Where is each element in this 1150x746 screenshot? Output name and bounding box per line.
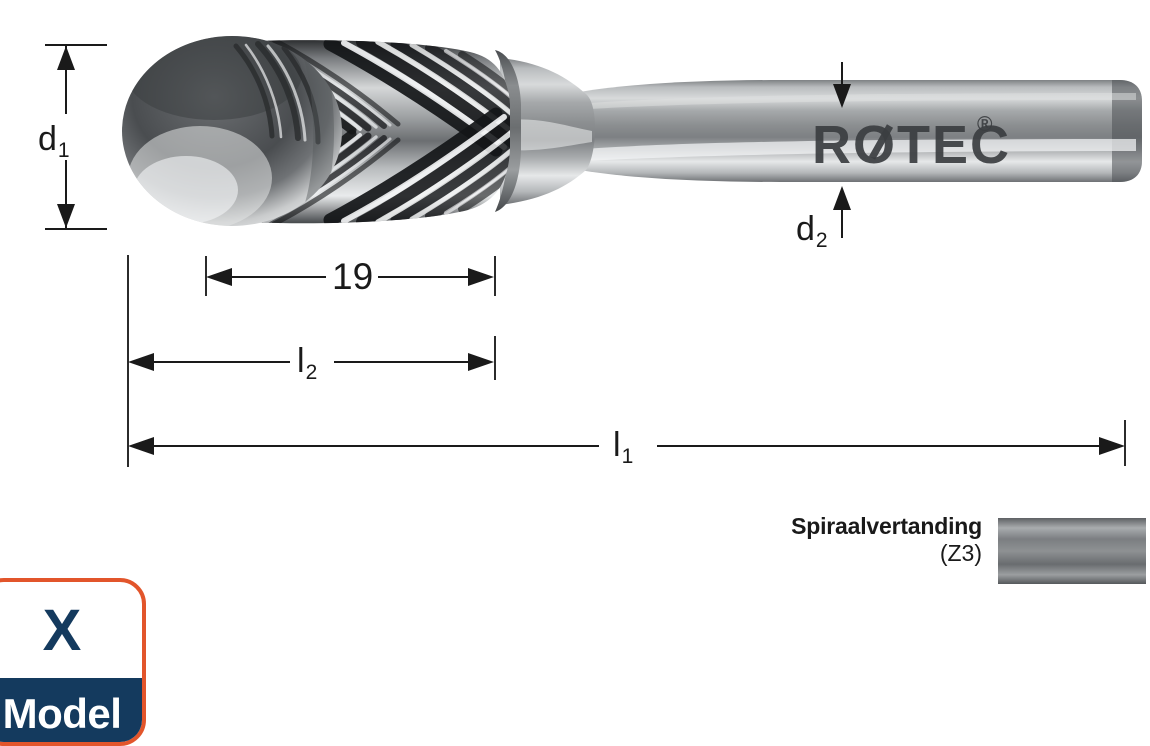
l1-arrow-right — [1099, 437, 1125, 455]
tool-collar — [495, 50, 521, 212]
d1-dimension-line-upper — [65, 46, 67, 114]
l1-line-right — [657, 445, 1103, 447]
tool-shank — [560, 80, 1142, 182]
registered-trademark-icon: ® — [977, 113, 993, 136]
x-model-badge: X Model — [0, 578, 146, 746]
dim19-arrow-right — [468, 268, 494, 286]
d2-dimension-line-lower — [841, 208, 843, 238]
l1-label: l1 — [613, 426, 633, 467]
d1-label: d1 — [38, 120, 70, 161]
d1-extension-line-bottom — [45, 228, 107, 230]
l2-label-base: l — [297, 342, 305, 380]
badge-caption: Model — [0, 678, 142, 742]
d2-arrow-up — [833, 186, 851, 210]
d1-label-base: d — [38, 120, 57, 158]
dim19-line-left — [228, 276, 326, 278]
l2-line-right — [334, 361, 472, 363]
carbide-burr-illustration: ROTEC ® — [122, 36, 1142, 226]
toothing-caption: Spiraalvertanding (Z3) — [700, 513, 982, 567]
l2-label: l2 — [297, 342, 317, 383]
d2-label: d2 — [796, 210, 828, 251]
l1-extension-line-right — [1124, 420, 1126, 466]
dim19-value: 19 — [332, 256, 374, 297]
toothing-code: (Z3) — [939, 540, 982, 567]
dim19-line-right — [378, 276, 472, 278]
d1-extension-line-top — [45, 44, 107, 46]
toothing-sample-swatch — [998, 518, 1146, 584]
d1-arrow-down — [57, 204, 75, 228]
l2-arrow-right — [468, 353, 494, 371]
l1-line-left — [150, 445, 599, 447]
d1-dimension-line-lower — [65, 160, 67, 228]
d2-arrow-down — [833, 84, 851, 108]
d2-label-base: d — [796, 210, 815, 248]
tool-neck-taper — [500, 58, 596, 205]
d1-label-subscript: 1 — [57, 139, 70, 162]
technical-drawing-canvas: ROTEC ® d1 d2 19 l2 l1 — [0, 36, 1146, 746]
badge-letter: X — [42, 597, 82, 663]
tool-ball-nose — [122, 36, 342, 226]
dim19-extension-line-right — [494, 256, 496, 296]
d2-label-subscript: 2 — [815, 229, 828, 252]
dim19-arrow-left — [206, 268, 232, 286]
l1-arrow-left — [128, 437, 154, 455]
l1-label-subscript: 1 — [621, 445, 634, 468]
brand-name: ROTEC — [812, 115, 1011, 175]
l2-extension-line-right — [494, 336, 496, 380]
l1-label-base: l — [613, 426, 621, 464]
d1-arrow-up — [57, 46, 75, 70]
d2-dimension-line-upper — [841, 62, 843, 86]
toothing-title: Spiraalvertanding — [791, 513, 982, 539]
l2-label-subscript: 2 — [305, 361, 318, 384]
l2-arrow-left — [128, 353, 154, 371]
l2-line-left — [150, 361, 290, 363]
brand-logo: ROTEC ® — [812, 113, 1011, 175]
